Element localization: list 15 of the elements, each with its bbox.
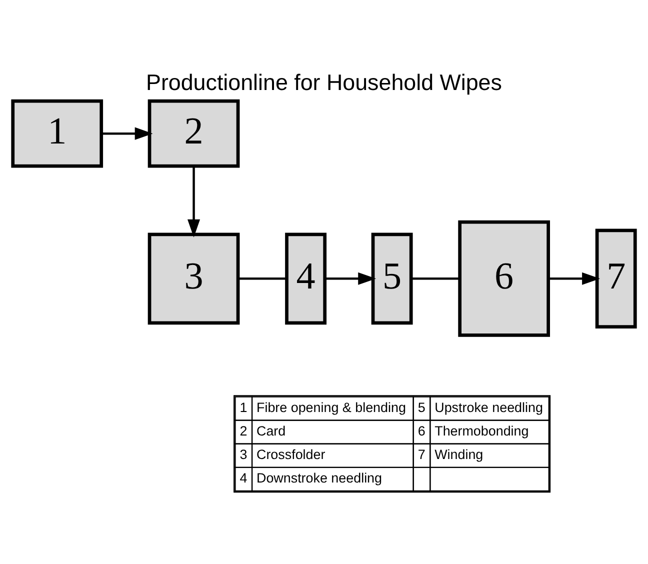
label: Fibre opening & blending [256, 400, 406, 416]
label: Crossfolder [256, 447, 326, 462]
label: 2 [240, 424, 248, 439]
diagram-title: Productionline for Household Wipes [146, 70, 502, 95]
label: 5 [418, 400, 426, 416]
label: 3 [240, 447, 248, 462]
label: Thermobonding [434, 424, 529, 439]
label: 7 [418, 447, 426, 462]
label: Winding [434, 447, 484, 462]
label: Card [256, 424, 286, 439]
label: 6 [418, 424, 426, 439]
label: 4 [240, 470, 248, 486]
label: Downstroke needling [256, 470, 382, 486]
label: 1 [240, 400, 248, 416]
label: Upstroke needling [434, 400, 543, 416]
